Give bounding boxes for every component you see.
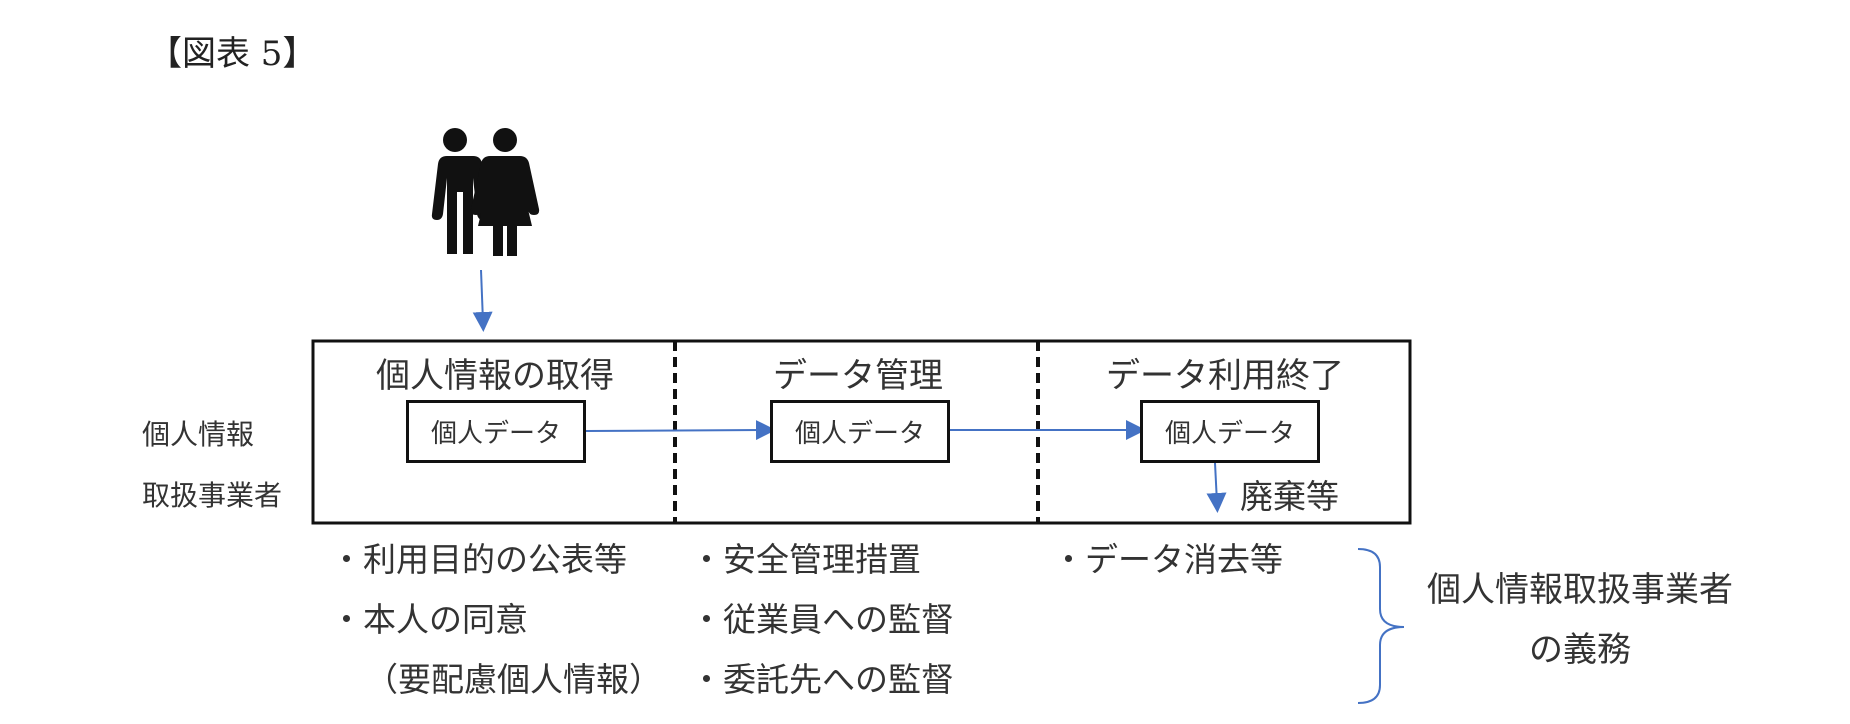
people-icon	[431, 128, 540, 256]
phase-title-acquisition: 個人情報の取得	[376, 356, 614, 396]
left-label-1: 個人情報	[142, 418, 255, 451]
obligation-label-line-2: の義務	[1529, 630, 1631, 670]
figure-title: 【図表 5】	[148, 34, 317, 74]
phase-title-management: データ管理	[773, 356, 943, 396]
duty-item: ・委託先への監督	[690, 660, 954, 699]
flow-arrow-1	[585, 420, 776, 441]
duty-item: ・従業員への監督	[690, 600, 954, 639]
data-box-1: 個人データ	[406, 400, 586, 463]
process-frame	[311, 339, 1412, 525]
disposal-label: 廃棄等	[1240, 477, 1339, 516]
duty-item: ・データ消去等	[1052, 540, 1283, 579]
duty-item: ・安全管理措置	[690, 540, 921, 579]
phase-title-end-of-use: データ利用終了	[1106, 356, 1344, 396]
disposal-arrow	[1206, 462, 1227, 513]
duty-item: （要配慮個人情報）	[365, 660, 662, 699]
data-box-3: 個人データ	[1140, 400, 1320, 463]
duty-item: ・本人の同意	[330, 600, 528, 639]
left-label-2: 取扱事業者	[142, 479, 283, 512]
duty-item: ・利用目的の公表等	[330, 540, 627, 579]
obligation-brace	[1357, 548, 1405, 704]
intake-arrow	[472, 269, 493, 332]
obligation-label-line-1: 個人情報取扱事業者	[1427, 570, 1733, 610]
data-box-2: 個人データ	[770, 400, 950, 463]
